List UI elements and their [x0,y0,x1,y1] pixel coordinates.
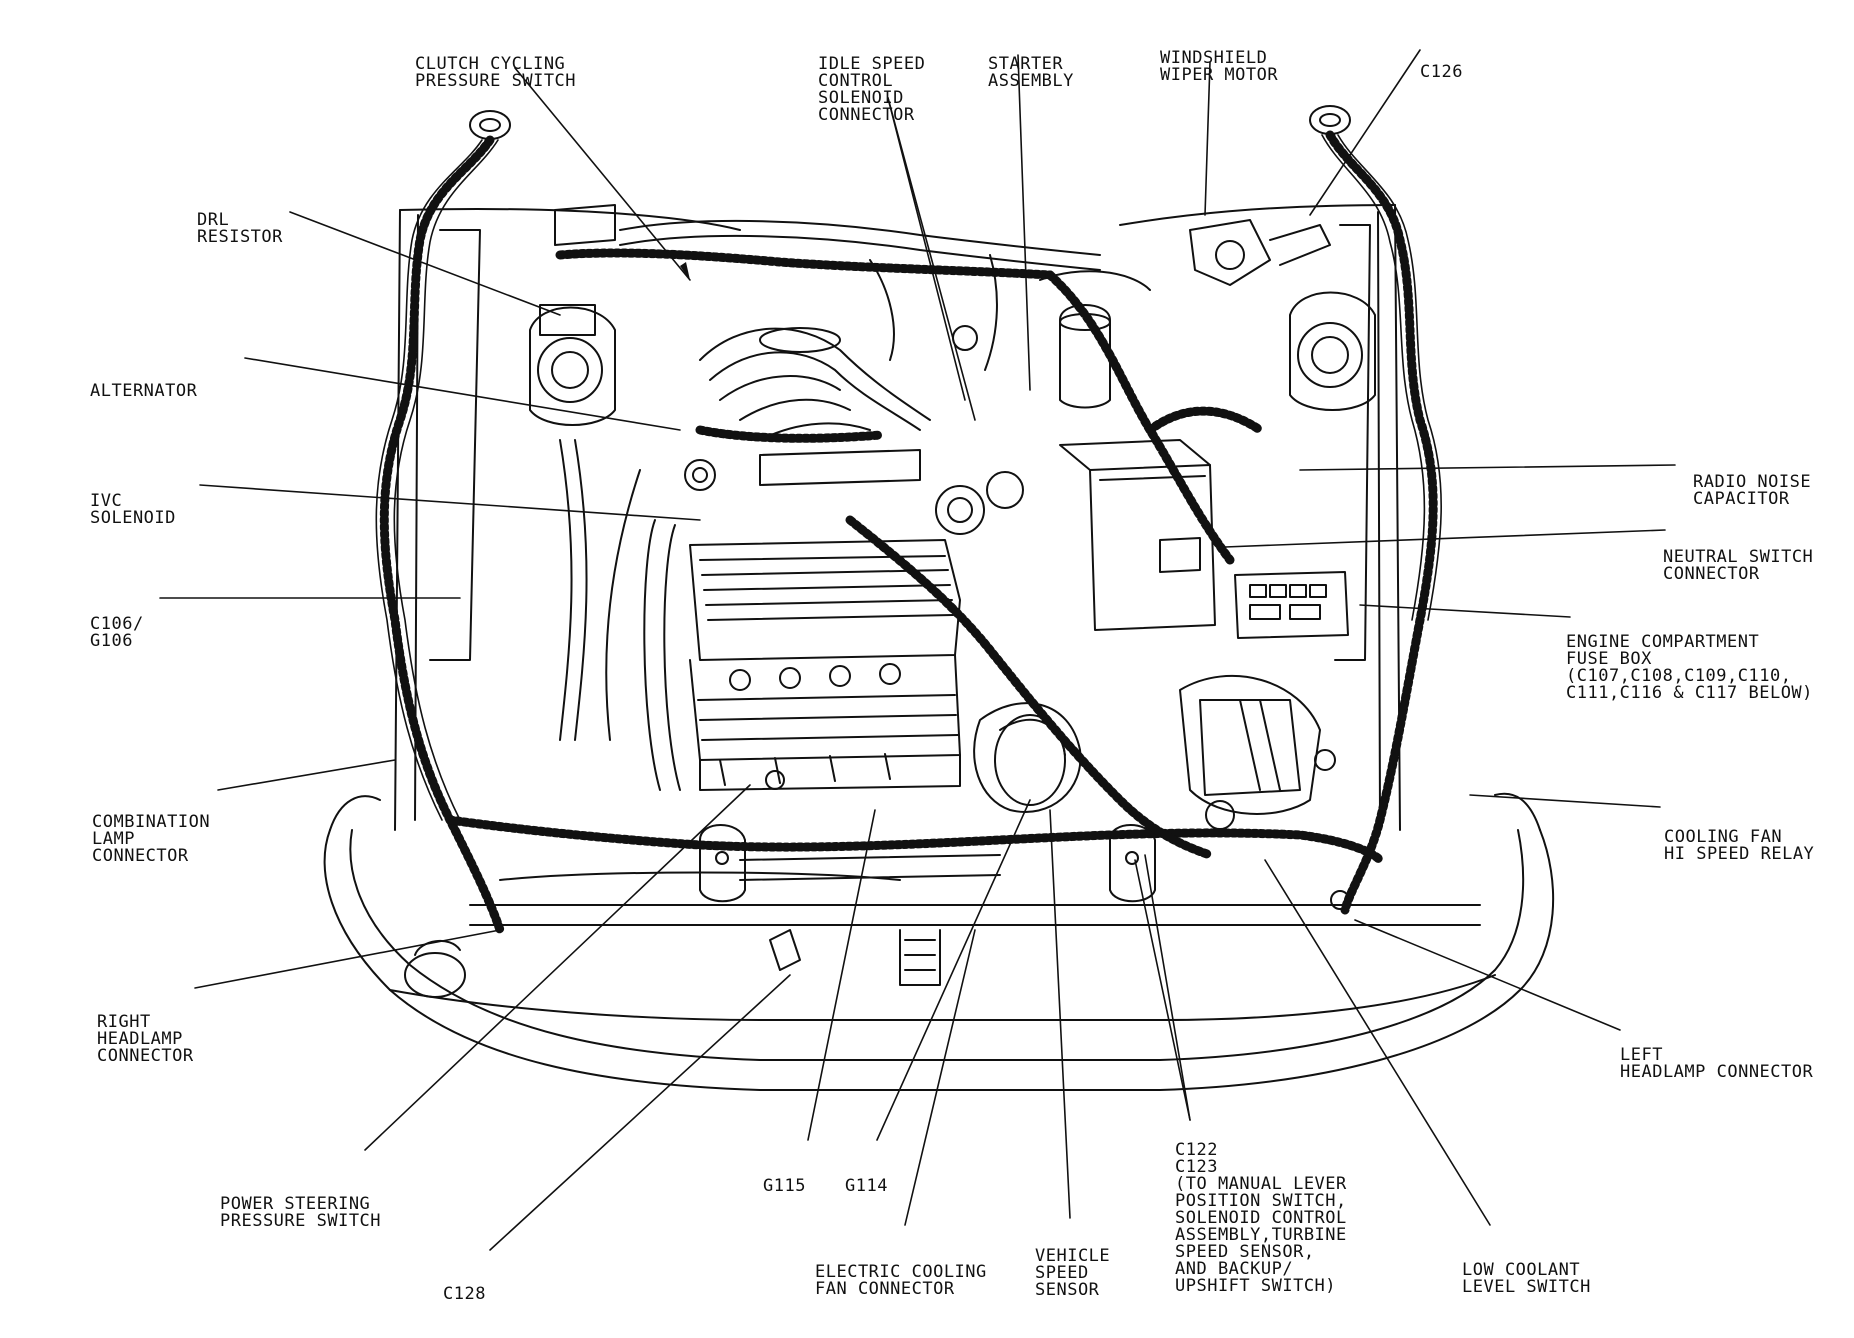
harness-outlines [375,134,1442,821]
wiper-motor [1189,219,1331,286]
radiator-support [469,824,1481,986]
intake-manifold [699,327,931,486]
strut-towers [529,291,1376,426]
wiring-harnesses [379,130,1438,935]
hoses [559,219,1101,741]
engine-compartment-drawing [159,49,1676,1251]
transaxle [1179,675,1321,830]
small-components [539,204,1350,910]
engine-valve-cover [643,519,961,791]
headlamp-areas [404,929,801,998]
label-g115: G115 [763,1176,806,1196]
label-g114: G114 [845,1176,888,1196]
body-outline [323,792,1555,1091]
leader-lines [159,49,1676,1251]
label-c126: C126 [1420,62,1463,82]
coolant-reservoir [1039,270,1151,409]
throttle-body [935,471,1082,813]
label-c106-g106: C106/G106 [90,614,144,651]
label-c128: C128 [443,1284,486,1304]
battery [1059,439,1216,631]
fuse-box [1234,571,1349,639]
label-alternator: ALTERNATOR [90,381,198,401]
